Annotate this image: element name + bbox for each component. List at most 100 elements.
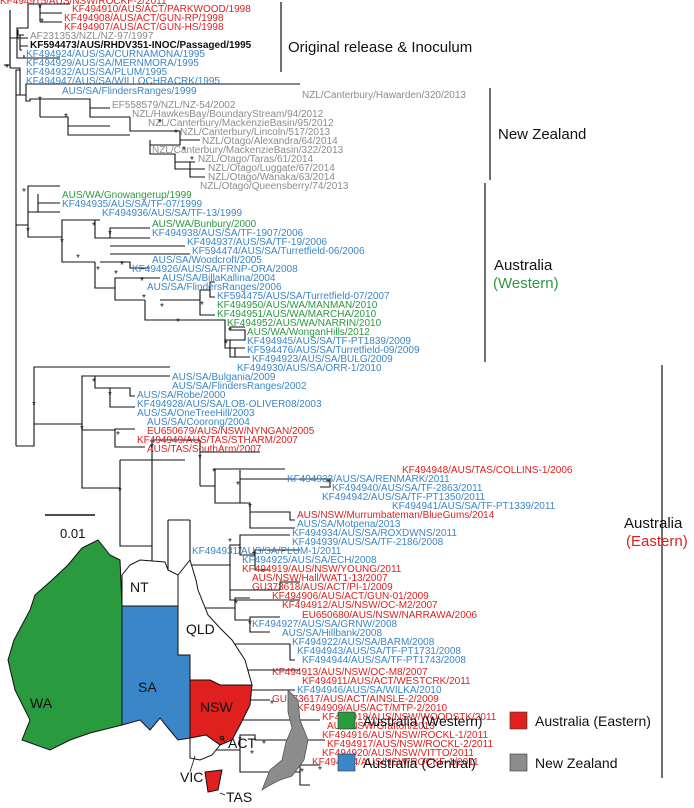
map-leaders (189, 737, 226, 796)
tip-label: KF494910/AUS/ACT/PARKWOOD/1998 (72, 4, 251, 15)
support-asterisk: * (252, 550, 256, 561)
tip-label: NZL/Otago/Taras/61/2014 (198, 154, 314, 165)
support-asterisk: * (108, 229, 112, 240)
map-vic (189, 734, 221, 761)
tip-label: KF494935/AUS/SA/TF-07/1999 (62, 199, 203, 210)
tip-label: KF494948/AUS/TAS/COLLINS-1/2006 (402, 465, 573, 476)
tip-label: KF494914/AUS/NSW/ROCKF-1/2011 (312, 757, 479, 768)
support-asterisk: * (158, 118, 162, 129)
australia-map (7, 539, 253, 793)
tip-label: KF494919/AUS/NSW/YOUNG/2011 (242, 564, 402, 575)
tip-label: AUS/SA/Coorong/2004 (147, 417, 250, 428)
tip-label: AUS/SA/Woodcroft/2005 (152, 255, 262, 266)
tip-label: KF494931/AUS/SA/PLUM-1/2011 (192, 546, 342, 557)
support-asterisk: * (262, 739, 266, 750)
map-wa (7, 539, 123, 751)
support-asterisk: * (176, 317, 180, 328)
support-asterisk: * (96, 265, 100, 276)
support-asterisk: * (40, 17, 44, 28)
support-asterisk: * (108, 390, 112, 401)
tip-label: NZL/Canterbury/MackenzieBasin/322/2013 (152, 145, 344, 156)
map-label-nsw: NSW (200, 699, 233, 715)
support-asterisk: * (212, 467, 216, 478)
tip-label: KF494949/AUS/TAS/STHARM/2007 (137, 435, 298, 446)
tip-label: NZL/Canterbury/Hawarden/320/2013 (302, 90, 466, 101)
support-asterisk: * (224, 339, 228, 350)
tip-label: AUS/SA/FlindersRanges/2002 (172, 381, 307, 392)
tip-label: AUS/SA/Hillbank/2008 (282, 628, 382, 639)
tip-label: KF494946/AUS/SA/WILKA/2010 (297, 685, 442, 696)
support-asterisk: * (234, 599, 238, 610)
tip-label: AUS/TAS/SouthArm/2007 (147, 444, 262, 455)
group-label-western-sub: (Western) (493, 275, 559, 292)
support-asterisk: * (238, 735, 242, 746)
tip-label: AUS/NSW/Grafton/2013 (327, 721, 435, 732)
tip-label: EU650680/AUS/NSW/NARRAWA/2006 (302, 610, 477, 621)
tip-label: KF494908/AUS/ACT/GUN-RP/1998 (64, 13, 224, 24)
group-label-eastern: Australia (624, 515, 683, 532)
tip-label: KF494915/AUS/NSW/ROCKF-2/2011 (0, 0, 167, 7)
tip-label: AUS/WA/Bunbury/2000 (152, 219, 257, 230)
support-asterisk: * (228, 326, 232, 337)
tip-label: KF494938/AUS/SA/TF-1907/2006 (152, 228, 304, 239)
tip-label: EF558579/NZL/NZ-54/2002 (112, 100, 236, 111)
tip-label: KF594473/AUS/RHDV351-INOC/Passaged/1995 (30, 40, 252, 51)
support-asterisk: * (60, 237, 64, 248)
support-asterisk: * (16, 35, 20, 46)
tip-label: NZL/Otago/Alexandra/64/2014 (202, 136, 338, 147)
map-tas (204, 769, 223, 793)
tip-label: AUS/SA/Motpena/2013 (297, 519, 401, 530)
tip-label: KF494929/AUS/SA/MERNMORA/1995 (26, 58, 199, 69)
tip-label: KF594476/AUS/SA/Turretfield-09/2009 (247, 345, 420, 356)
tip-label: KF494916/AUS/NSW/ROCKL-1/2011 (322, 730, 488, 741)
support-asterisk: * (200, 300, 204, 311)
support-asterisk: * (250, 749, 254, 760)
tip-label: KF494917/AUS/NSW/ROCKL-2/2011 (327, 739, 493, 750)
support-asterisk: * (92, 221, 96, 232)
new-zealand-map (261, 689, 309, 791)
scale-label: 0.01 (60, 526, 85, 541)
support-asterisk: * (32, 400, 36, 411)
support-asterisk: * (228, 537, 232, 548)
tip-label: EU650679/AUS/NSW/NYNGAN/2005 (147, 426, 315, 437)
tip-label: AUS/SA/FlindersRanges/2006 (147, 282, 282, 293)
support-asterisk: * (326, 478, 330, 489)
tip-label: KF494932/AUS/SA/PLUM/1995 (26, 67, 168, 78)
legend-swatch (509, 753, 528, 772)
support-asterisk: * (118, 486, 122, 497)
tip-label: AUS/SA/Robe/2000 (137, 390, 226, 401)
map-label-nt: NT (130, 579, 149, 595)
tip-label: AUS/NSW/Murrumbateman/BlueGums/2014 (297, 510, 495, 521)
support-asterisk: * (76, 253, 80, 264)
tip-label: KF494907/AUS/ACT/GUN-HS/1998 (64, 22, 224, 33)
support-asterisk: * (64, 112, 68, 123)
tip-label: KF494936/AUS/SA/TF-13/1999 (102, 208, 243, 219)
support-asterisk: * (92, 377, 96, 388)
support-asterisk: * (300, 767, 304, 778)
tip-label: KF594474/AUS/SA/Turretfield-06/2006 (192, 246, 365, 257)
tip-label: KF494923/AUS/SA/BULG/2009 (252, 354, 393, 365)
support-asterisk: * (120, 260, 124, 271)
support-asterisk: * (114, 269, 118, 280)
tip-label: KF494920/AUS/NSW/VITTO/2011 (322, 748, 474, 759)
legend-swatch (337, 753, 356, 772)
tip-label: KF494941/AUS/SA/TF-PT1339/2011 (392, 501, 556, 512)
tip-label: KF494922/AUS/SA/BARM/2008 (292, 637, 435, 648)
support-asterisk: * (236, 480, 240, 491)
support-asterisk: * (116, 430, 120, 441)
tip-label: KF494933/AUS/SA/RENMARK/2011 (287, 474, 450, 485)
support-asterisk: * (238, 545, 242, 556)
tip-label: KF494947/AUS/SA/WILLOCHRACRK/1995 (26, 76, 220, 87)
tip-label: KF494911/AUS/ACT/WESTCRK/2011 (302, 676, 471, 687)
tip-label: KF494924/AUS/SA/CURNAMONA/1995 (26, 49, 205, 60)
tip-label: KF494943/AUS/SA/TF-PT1731/2008 (297, 646, 461, 657)
tip-label: KF494928/AUS/SA/LOB-OLIVER08/2003 (137, 399, 322, 410)
tip-label: KF494945/AUS/SA/TF-PT1839/2009 (247, 336, 411, 347)
support-asterisk: * (22, 187, 26, 198)
group-label-western: Australia (494, 257, 553, 274)
support-asterisk: * (38, 95, 42, 106)
map-label-tas: TAS (226, 789, 252, 805)
group-label-nz: New Zealand (498, 126, 586, 143)
tip-label: AUS/WA/Gnowangerup/1999 (62, 190, 192, 201)
